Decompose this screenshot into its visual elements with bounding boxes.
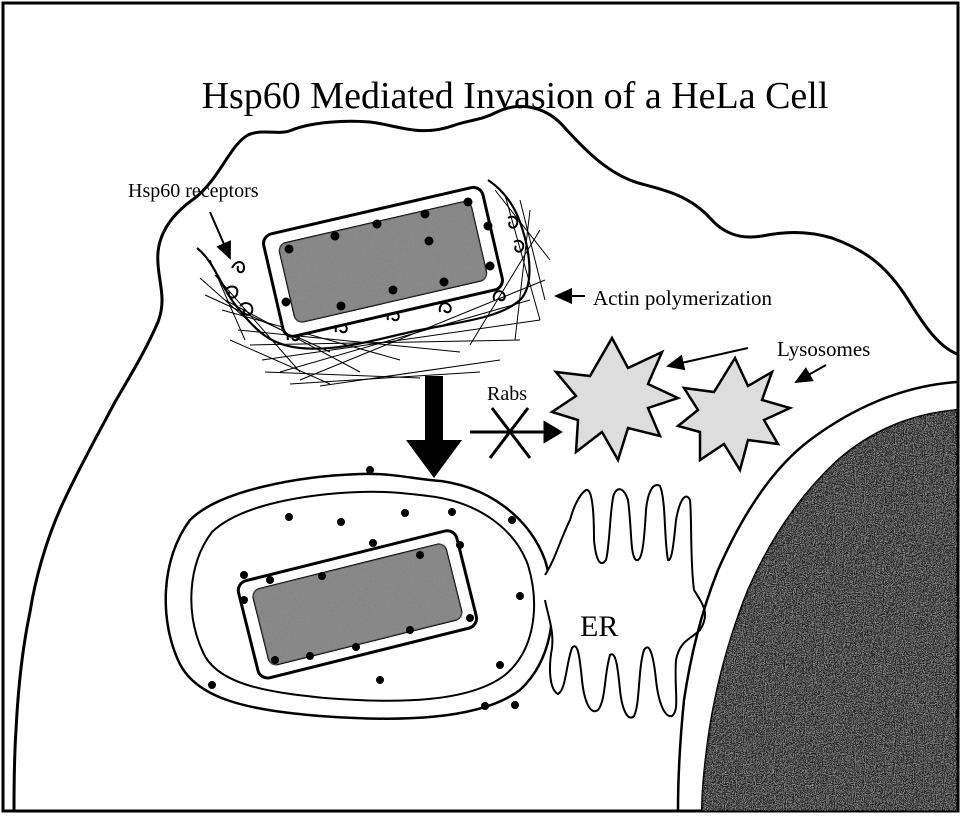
receptors-label: Hsp60 receptors <box>128 180 259 202</box>
lysosomes-label: Lysosomes <box>777 337 870 361</box>
actin-label: Actin polymerization <box>593 286 773 310</box>
diagram-title: Hsp60 Mediated Invasion of a HeLa Cell <box>202 75 829 117</box>
er-label: ER <box>580 610 618 643</box>
rabs-label: Rabs <box>487 383 527 405</box>
